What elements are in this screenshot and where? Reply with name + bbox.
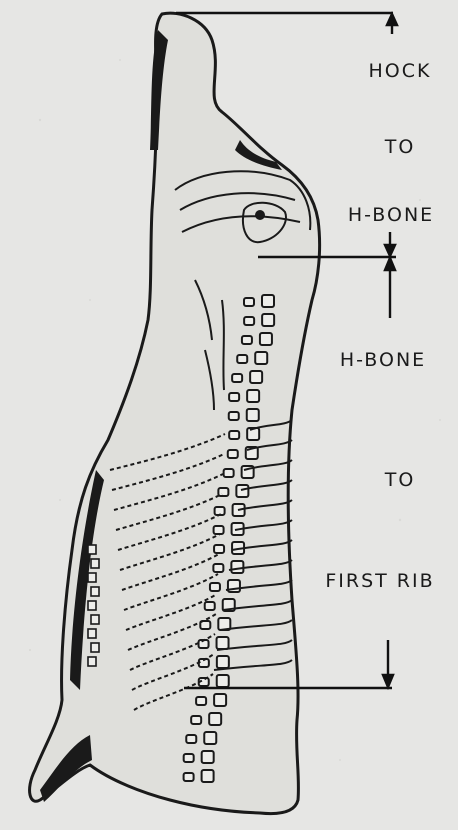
flank-mark — [88, 629, 96, 638]
vertebra — [250, 371, 262, 383]
vertebra — [202, 751, 214, 763]
arrow-hbone-upper-head — [385, 245, 395, 256]
flank-mark — [91, 587, 99, 596]
vertebra — [236, 485, 248, 497]
vertebra-process — [191, 716, 201, 724]
vertebra — [209, 713, 221, 725]
vertebra-process — [242, 336, 252, 344]
flank-mark — [91, 615, 99, 624]
vertebra — [217, 675, 229, 687]
vertebra-process — [232, 374, 242, 382]
segment2-label-line3: FIRST RIB — [302, 570, 458, 592]
flank-mark — [88, 545, 96, 554]
arrow-hbone-lower-head — [385, 258, 395, 270]
flank-mark — [88, 573, 96, 582]
vertebra — [255, 352, 267, 364]
segment1-label-line2: TO — [350, 136, 450, 158]
vertebra-process — [244, 298, 254, 306]
vertebra — [262, 295, 274, 307]
segment1-label-line1: HOCK — [350, 60, 450, 82]
segment2-label-line2: TO — [350, 469, 450, 491]
vertebra-process — [213, 564, 223, 572]
vertebra-process — [218, 488, 228, 496]
vertebra-process — [214, 526, 224, 534]
vertebra — [247, 390, 259, 402]
vertebra — [260, 333, 272, 345]
vertebra — [217, 656, 229, 668]
arrow-first-rib-head — [383, 675, 393, 687]
vertebra-process — [186, 735, 196, 743]
vertebra-process — [224, 469, 234, 477]
vertebra-process — [229, 393, 239, 401]
vertebra-process — [210, 583, 220, 591]
vertebra-process — [214, 545, 224, 553]
vertebra — [262, 314, 274, 326]
vertebra-process — [244, 317, 254, 325]
vertebra — [217, 637, 229, 649]
vertebra — [247, 409, 259, 421]
flank-mark — [91, 559, 99, 568]
arrow-top-head — [387, 14, 397, 25]
segment2-label-line1: H-BONE — [318, 349, 448, 371]
flank-mark — [88, 657, 96, 666]
flank-mark — [88, 601, 96, 610]
vertebra-process — [229, 412, 239, 420]
vertebra-process — [228, 450, 238, 458]
segment1-label-line3: H-BONE — [326, 204, 456, 226]
vertebra — [202, 770, 214, 782]
flank-mark — [91, 643, 99, 652]
vertebra-process — [205, 602, 215, 610]
vertebra-process — [184, 754, 194, 762]
vertebra — [214, 694, 226, 706]
vertebra-process — [196, 697, 206, 705]
aitch-bone-marker — [255, 210, 265, 220]
vertebra-process — [184, 773, 194, 781]
vertebra — [231, 561, 243, 573]
vertebra-process — [229, 431, 239, 439]
vertebra — [204, 732, 216, 744]
vertebra-process — [237, 355, 247, 363]
